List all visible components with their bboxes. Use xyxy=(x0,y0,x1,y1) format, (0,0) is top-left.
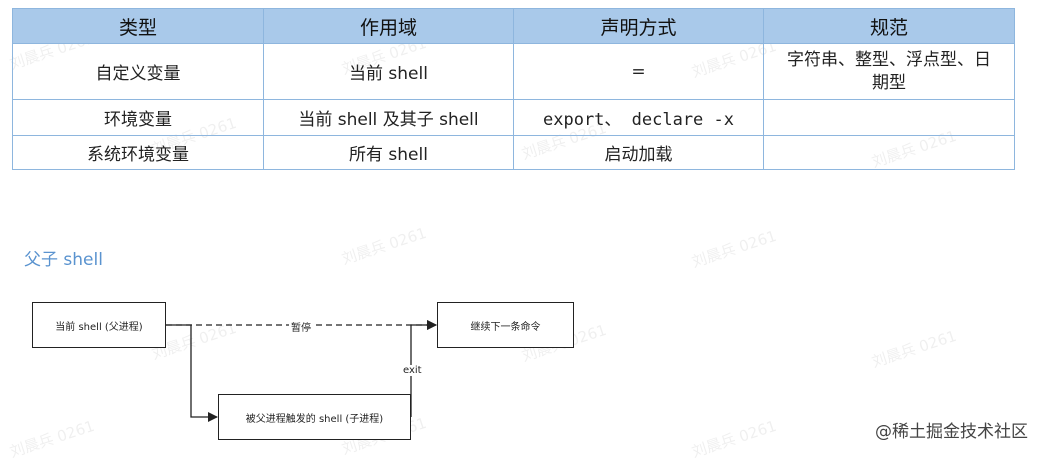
variable-types-table: 类型 作用域 声明方式 规范 自定义变量 当前 shell = 字符串、整型、浮… xyxy=(12,8,1015,170)
cell-scope: 所有 shell xyxy=(263,135,514,170)
table-header-row: 类型 作用域 声明方式 规范 xyxy=(12,8,1015,44)
pause-label: 暂停 xyxy=(289,319,313,334)
table-row: 系统环境变量 所有 shell 启动加载 xyxy=(12,135,1015,170)
cell-spec xyxy=(763,99,1015,136)
exit-arrow xyxy=(410,320,437,417)
cell-spec xyxy=(763,135,1015,170)
cell-declare: = xyxy=(513,43,764,100)
cell-scope: 当前 shell 及其子 shell xyxy=(263,99,514,136)
table-row: 自定义变量 当前 shell = 字符串、整型、浮点型、日期型 xyxy=(12,43,1015,100)
header-type: 类型 xyxy=(12,8,264,44)
next-command-box: 继续下一条命令 xyxy=(437,302,574,348)
cell-type: 系统环境变量 xyxy=(12,135,264,170)
cell-type: 环境变量 xyxy=(12,99,264,136)
cell-type: 自定义变量 xyxy=(12,43,264,100)
cell-declare: 启动加载 xyxy=(513,135,764,170)
cell-scope: 当前 shell xyxy=(263,43,514,100)
brand-watermark: @稀土掘金技术社区 xyxy=(875,422,1028,442)
cell-spec: 字符串、整型、浮点型、日期型 xyxy=(787,49,991,93)
header-spec: 规范 xyxy=(763,8,1015,44)
exit-label: exit xyxy=(401,365,424,376)
cell-spec-wrapper: 字符串、整型、浮点型、日期型 xyxy=(763,43,1015,100)
section-title: 父子 shell xyxy=(24,250,103,270)
parent-shell-box: 当前 shell (父进程) xyxy=(32,302,166,348)
child-shell-box: 被父进程触发的 shell (子进程) xyxy=(218,394,411,440)
spawn-arrow xyxy=(166,324,218,422)
